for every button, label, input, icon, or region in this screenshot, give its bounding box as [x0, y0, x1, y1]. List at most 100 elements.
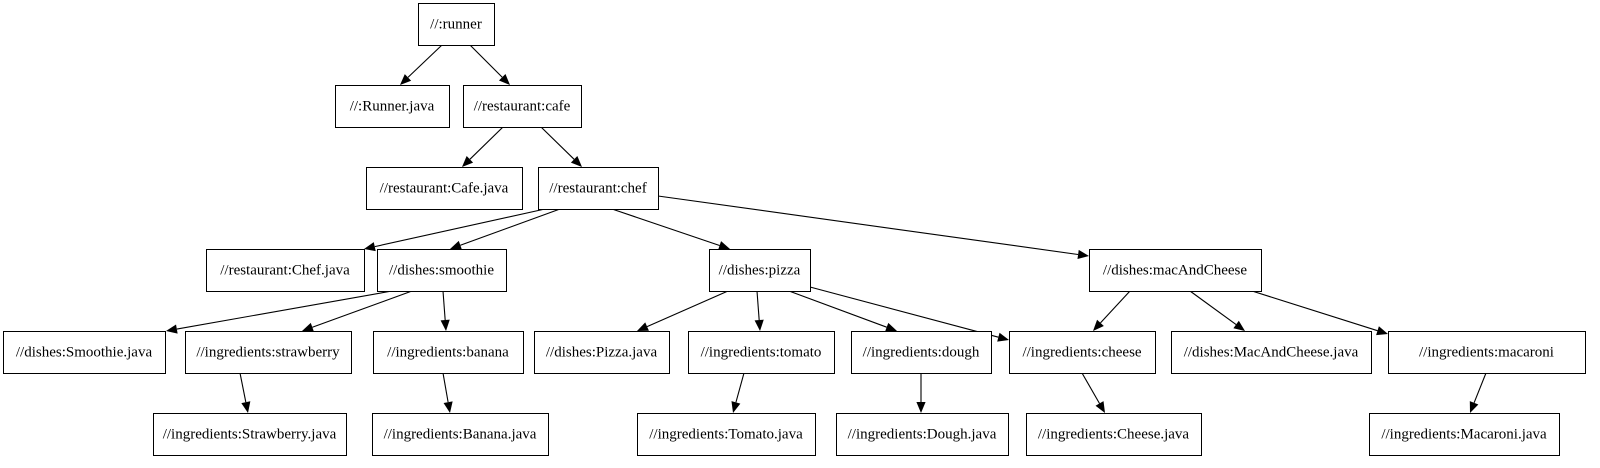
edge-line [756, 290, 760, 321]
node-box[interactable] [637, 413, 816, 456]
graph-edge [1093, 290, 1131, 331]
graph-edge [788, 290, 897, 332]
node-label: //ingredients:tomato [701, 344, 822, 360]
node-label: //ingredients:Strawberry.java [163, 426, 337, 442]
node-label: //dishes:macAndCheese [1103, 262, 1247, 278]
node-label: //ingredients:cheese [1022, 344, 1141, 360]
node-box[interactable] [836, 413, 1009, 456]
node-box[interactable] [335, 85, 450, 128]
graph-node-runner[interactable]: //:runner [418, 3, 495, 46]
graph-node-ing_cheese_java[interactable]: //ingredients:Cheese.java [1026, 413, 1202, 456]
node-label: //:runner [430, 16, 482, 32]
node-label: //ingredients:dough [863, 344, 980, 360]
graph-node-ing_macaroni[interactable]: //ingredients:macaroni [1388, 331, 1586, 374]
graph-node-dishes_macandcheese_java[interactable]: //dishes:MacAndCheese.java [1171, 331, 1372, 374]
node-box[interactable] [1089, 249, 1262, 292]
node-box[interactable] [1388, 331, 1586, 374]
graph-edge [611, 208, 730, 250]
node-box[interactable] [463, 85, 582, 128]
graph-node-ing_strawberry_java[interactable]: //ingredients:Strawberry.java [153, 413, 347, 456]
node-label: //restaurant:Chef.java [220, 262, 350, 278]
graph-node-dishes_smoothie_java[interactable]: //dishes:Smoothie.java [3, 331, 166, 374]
node-box[interactable] [185, 331, 352, 374]
graph-node-restaurant_cafe[interactable]: //restaurant:cafe [463, 85, 582, 128]
node-box[interactable] [377, 249, 507, 292]
arrowhead-icon [754, 319, 764, 331]
edge-line [469, 44, 503, 78]
graph-node-ing_dough_java[interactable]: //ingredients:Dough.java [836, 413, 1009, 456]
node-box[interactable] [366, 167, 523, 210]
arrowhead-icon [1095, 401, 1105, 413]
node-label: //ingredients:Banana.java [384, 426, 537, 442]
edge-line [788, 290, 887, 328]
node-label: //dishes:Smoothie.java [16, 344, 153, 360]
arrowhead-icon [1077, 249, 1089, 260]
graph-node-dishes_macandcheese[interactable]: //dishes:macAndCheese [1089, 249, 1262, 292]
graph-node-restaurant_cafe_java[interactable]: //restaurant:Cafe.java [366, 167, 523, 210]
edge-line [312, 290, 413, 328]
node-box[interactable] [1026, 413, 1202, 456]
node-box[interactable] [418, 3, 495, 46]
node-box[interactable] [851, 331, 992, 374]
edge-line [469, 126, 504, 160]
graph-node-ing_strawberry[interactable]: //ingredients:strawberry [185, 331, 352, 374]
edge-line [735, 372, 745, 403]
node-label: //ingredients:banana [387, 344, 509, 360]
graph-node-ing_cheese[interactable]: //ingredients:cheese [1009, 331, 1156, 374]
node-label: //ingredients:Cheese.java [1038, 426, 1190, 442]
graph-node-ing_dough[interactable]: //ingredients:dough [851, 331, 992, 374]
edge-line [646, 290, 729, 328]
graph-edge [1081, 372, 1105, 413]
edge-line [1081, 372, 1100, 404]
edge-line [239, 372, 247, 403]
graph-node-dishes_pizza[interactable]: //dishes:pizza [709, 249, 811, 292]
arrowhead-icon [1469, 401, 1479, 413]
edge-line [1100, 290, 1131, 324]
node-box[interactable] [534, 331, 670, 374]
node-label: //ingredients:Macaroni.java [1381, 426, 1547, 442]
arrowhead-icon [462, 156, 474, 167]
node-box[interactable] [1009, 331, 1156, 374]
graph-edge [364, 208, 546, 252]
graph-node-restaurant_chef_java[interactable]: //restaurant:Chef.java [206, 249, 365, 292]
node-box[interactable] [538, 167, 659, 210]
graph-edge [462, 126, 504, 167]
graph-node-ing_tomato_java[interactable]: //ingredients:Tomato.java [637, 413, 816, 456]
edge-line [442, 372, 449, 403]
node-box[interactable] [709, 249, 811, 292]
graph-node-restaurant_chef[interactable]: //restaurant:chef [538, 167, 659, 210]
graph-edge [442, 372, 453, 413]
node-box[interactable] [688, 331, 835, 374]
graph-node-dishes_smoothie[interactable]: //dishes:smoothie [377, 249, 507, 292]
edge-line [407, 44, 443, 78]
graph-node-runner_java[interactable]: //:Runner.java [335, 85, 450, 128]
graph-edge [166, 290, 393, 334]
node-label: //ingredients:strawberry [196, 344, 340, 360]
node-box[interactable] [1369, 413, 1560, 456]
node-box[interactable] [153, 413, 347, 456]
node-box[interactable] [3, 331, 166, 374]
node-box[interactable] [206, 249, 365, 292]
arrowhead-icon [364, 242, 376, 252]
edge-line [442, 290, 446, 321]
graph-edge [302, 290, 413, 332]
graph-node-ing_macaroni_java[interactable]: //ingredients:Macaroni.java [1369, 413, 1560, 456]
graph-node-ing_tomato[interactable]: //ingredients:tomato [688, 331, 835, 374]
edges-layer [166, 44, 1487, 413]
arrowhead-icon [440, 319, 450, 331]
node-box[interactable] [372, 413, 549, 456]
arrowhead-icon [885, 322, 897, 332]
graph-node-ing_banana[interactable]: //ingredients:banana [373, 331, 524, 374]
edge-line [657, 195, 1079, 256]
node-box[interactable] [1171, 331, 1372, 374]
arrowhead-icon [570, 156, 582, 167]
graph-node-dishes_pizza_java[interactable]: //dishes:Pizza.java [534, 331, 670, 374]
graph-edge [1189, 290, 1245, 331]
graph-node-ing_banana_java[interactable]: //ingredients:Banana.java [372, 413, 549, 456]
edge-line [374, 208, 546, 248]
node-box[interactable] [373, 331, 524, 374]
graph-edge [1251, 290, 1388, 336]
arrowhead-icon [400, 74, 412, 85]
graph-edge [809, 286, 1009, 342]
